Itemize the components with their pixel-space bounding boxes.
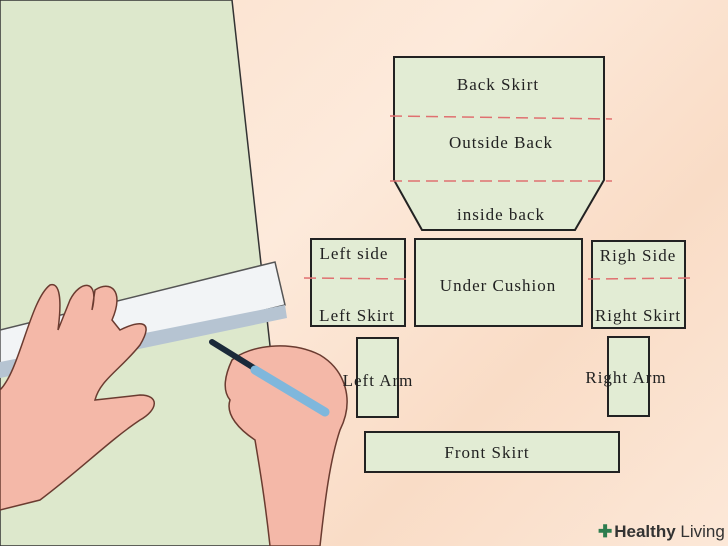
left-hand (0, 284, 155, 511)
brand-logo: ✚Healthy Living (598, 522, 725, 542)
label-right-side: Righ Side (599, 246, 677, 265)
back-piece (393, 56, 605, 231)
label-left-side: Left side (319, 244, 389, 263)
label-left-skirt: Left Skirt (319, 306, 395, 325)
pen (209, 339, 330, 417)
left-arm-piece (356, 337, 399, 418)
logo-rest: Living (675, 522, 725, 541)
plus-leaf-icon: ✚ (598, 522, 613, 541)
label-inside-back: inside back (457, 205, 545, 224)
under-cushion-piece (414, 238, 583, 327)
label-right-arm: Right Arm (585, 368, 667, 387)
right-arm-piece (607, 336, 650, 417)
label-front-skirt: Front Skirt (444, 443, 530, 462)
logo-bold: Healthy (614, 522, 676, 541)
left-side-piece (310, 238, 406, 327)
label-under-cushion: Under Cushion (439, 276, 557, 295)
label-outside-back: Outside Back (448, 133, 554, 152)
right-side-piece (591, 240, 686, 329)
label-right-skirt: Right Skirt (594, 306, 682, 325)
cut-lines (303, 115, 693, 280)
label-left-arm: Left Arm (342, 371, 414, 390)
pattern-pieces (310, 56, 686, 473)
front-skirt-piece (364, 431, 620, 473)
label-back-skirt: Back Skirt (456, 75, 540, 94)
right-hand (224, 345, 348, 546)
